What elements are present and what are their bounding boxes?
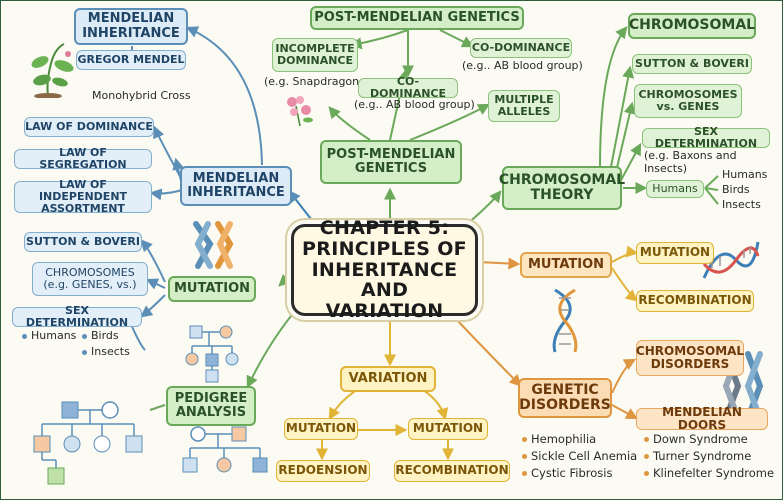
pedigree-chart-icon-left xyxy=(33,401,143,485)
disorder-down-syndrome: Down Syndrome xyxy=(644,432,748,446)
pea-plant-icon xyxy=(31,43,74,98)
chromosome-pair-icon xyxy=(193,221,234,269)
gregor-mendel-node[interactable]: GREGOR MENDEL xyxy=(76,50,186,70)
variation-mutation-left[interactable]: MUTATION xyxy=(284,418,358,440)
humans-list-insects: Insects xyxy=(722,198,761,211)
mendelian-inheritance-header[interactable]: MENDELIAN INHERITANCE xyxy=(74,8,188,45)
pedigree-chart-icon-bottom xyxy=(182,426,268,473)
co-dominance-mid-node[interactable]: CO-DOMINANCE xyxy=(358,75,458,100)
sex-determination-right-node[interactable]: SEX DETERMINATION xyxy=(642,125,770,150)
post-mendelian-header[interactable]: POST-MENDELIAN GENETICS xyxy=(310,6,524,30)
mutation-right-hub[interactable]: MUTATION xyxy=(520,252,612,278)
sutton-boveri-left-node[interactable]: SUTTON & BOVERI xyxy=(24,232,142,252)
monohybrid-cross-label: Monohybrid Cross xyxy=(92,89,191,102)
co-dominance-right-example: (e.g.. AB blood group) xyxy=(462,59,583,72)
pedigree-analysis-hub[interactable]: PEDIGREE ANALYSIS xyxy=(166,386,256,426)
mendelian-inheritance-hub[interactable]: MENDELIAN INHERITANCE xyxy=(180,166,292,206)
co-dominance-mid-example: (e.g.. AB blood group) xyxy=(354,98,475,111)
genetic-disorders-hub[interactable]: GENETIC DISORDERS xyxy=(518,378,612,418)
sex-determination-right-example: (e.g. Baxons and Insects) xyxy=(644,149,737,175)
incomplete-dominance-node[interactable]: INCOMPLETE DOMINANCE xyxy=(272,38,358,72)
sex-determination-left-node[interactable]: SEX DETERMINATION xyxy=(12,304,142,329)
chromosomes-vs-genes-node[interactable]: CHROMOSOMES vs. GENES xyxy=(634,84,742,118)
post-mendelian-hub[interactable]: POST-MENDELIAN GENETICS xyxy=(320,140,462,184)
dna-helix-icon xyxy=(702,241,760,279)
disorder-turner-syndrome: Turner Syndrome xyxy=(644,449,751,463)
disorder-sickle-cell: Sickle Cell Anemia xyxy=(522,449,637,463)
variation-recombination-node[interactable]: RECOMBINATION xyxy=(394,460,510,482)
humans-list-humans: Humans xyxy=(722,168,768,181)
mendelian-doors-node[interactable]: MENDELIAN DOORS xyxy=(636,405,768,432)
law-of-dominance-node[interactable]: LAW OF DOMINANCE xyxy=(24,117,154,137)
chromosomal-disorders-node[interactable]: CHROMOSOMAL DISORDERS xyxy=(636,340,744,376)
variation-mutation-right[interactable]: MUTATION xyxy=(408,418,488,440)
mutation-left-hub[interactable]: MUTATION xyxy=(168,276,256,302)
humans-list-birds: Birds xyxy=(722,183,750,196)
disorder-hemophilia: Hemophilia xyxy=(522,432,596,446)
co-dominance-right-node[interactable]: CO-DOMINANCE xyxy=(470,38,572,58)
recombination-right-child[interactable]: RECOMBINATION xyxy=(636,290,754,312)
chromosomal-header[interactable]: CHROMOSOMAL xyxy=(628,13,756,39)
redoension-node[interactable]: REDOENSION xyxy=(276,460,370,482)
disorder-cystic-fibrosis: Cystic Fibrosis xyxy=(522,466,612,480)
sex-item-humans-left: Humans xyxy=(22,329,76,343)
sex-item-birds-left: Birds xyxy=(82,329,119,343)
multiple-alleles-node[interactable]: MULTIPLE ALLELES xyxy=(488,90,560,122)
mutation-right-child[interactable]: MUTATION xyxy=(636,242,714,264)
disorder-klinefelter-syndrome: Klinefelter Syndrome xyxy=(644,466,774,480)
central-topic[interactable]: CHAPTER 5: PRINCIPLES OF INHERITANCE AND… xyxy=(291,217,478,322)
dna-helix-icon-vertical xyxy=(552,288,578,353)
pedigree-chart-icon-small xyxy=(185,325,239,383)
chromosomal-theory-hub[interactable]: CHROMOSOMAL THEORY xyxy=(499,166,625,210)
humans-node[interactable]: Humans xyxy=(646,180,704,198)
sex-item-insects-left: Insects xyxy=(82,345,130,359)
flower-icon xyxy=(287,96,313,127)
chromosomes-genes-left-node[interactable]: CHROMOSOMES (e.g. GENES, vs.) xyxy=(32,262,148,296)
incomplete-dominance-example: (e.g. Snapdragons xyxy=(264,75,365,88)
law-of-independent-assortment-node[interactable]: LAW OF INDEPENDENT ASSORTMENT xyxy=(14,178,152,215)
law-of-segregation-node[interactable]: LAW OF SEGREGATION xyxy=(14,146,152,171)
variation-hub[interactable]: VARIATION xyxy=(340,366,436,392)
sutton-boveri-right-node[interactable]: SUTTON & BOVERI xyxy=(632,54,752,74)
